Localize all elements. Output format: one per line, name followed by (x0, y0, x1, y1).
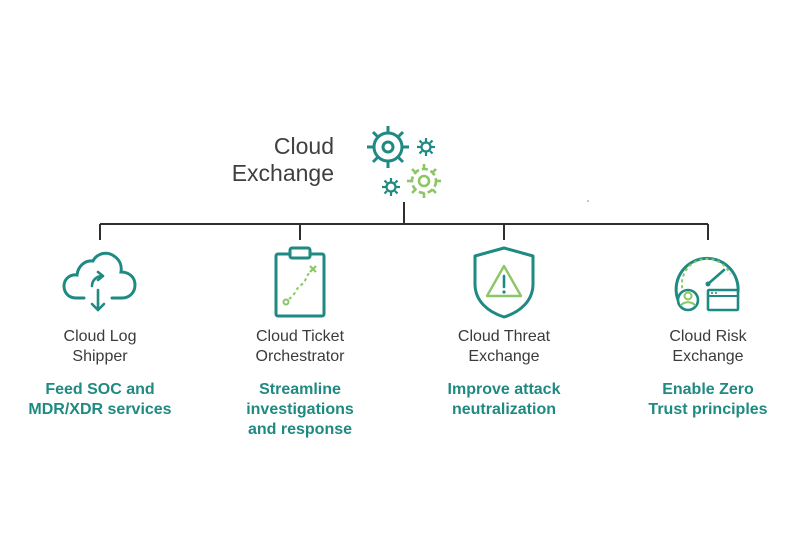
node-title-line1: Cloud Ticket (255, 328, 345, 345)
node-desc-cloud-ticket-orchestrator: Streamline investigations and response (200, 380, 400, 440)
node-desc-line2: investigations (246, 401, 354, 418)
node-title-cloud-risk-exchange: Cloud Risk Exchange (618, 327, 798, 367)
root-title: Cloud Exchange (200, 133, 334, 187)
node-title-cloud-log-shipper: Cloud Log Shipper (10, 327, 190, 367)
clipboard-path-icon (274, 246, 326, 318)
risk-gauge-icon (674, 256, 740, 312)
node-title-line2: Exchange (672, 348, 744, 365)
node-title-cloud-ticket-orchestrator: Cloud Ticket Orchestrator (210, 327, 390, 367)
node-desc-line3: and response (247, 421, 353, 438)
node-desc-cloud-threat-exchange: Improve attack neutralization (404, 380, 604, 420)
root-title-line1: Cloud (273, 133, 334, 159)
node-title-line1: Cloud Log (63, 328, 137, 345)
node-desc-line1: Improve attack (447, 381, 561, 398)
node-desc-line2: neutralization (451, 401, 556, 418)
node-desc-line1: Enable Zero (662, 381, 754, 398)
node-title-line1: Cloud Risk (669, 328, 747, 345)
node-desc-line2: Trust principles (648, 401, 768, 418)
node-title-line2: Exchange (468, 348, 540, 365)
node-desc-line2: MDR/XDR services (28, 401, 172, 418)
node-title-line2: Orchestrator (255, 348, 345, 365)
cloud-upload-icon (62, 251, 137, 312)
node-title-cloud-threat-exchange: Cloud Threat Exchange (414, 327, 594, 367)
gears-icon (367, 126, 441, 198)
node-title-line1: Cloud Threat (457, 328, 551, 345)
node-desc-cloud-risk-exchange: Enable Zero Trust principles (608, 380, 800, 420)
shield-warning-icon (473, 246, 535, 319)
node-title-line2: Shipper (72, 348, 128, 365)
node-desc-line1: Streamline (259, 381, 341, 398)
node-desc-line1: Feed SOC and (45, 381, 155, 398)
stray-dot (587, 200, 589, 202)
root-title-line2: Exchange (231, 160, 334, 186)
node-desc-cloud-log-shipper: Feed SOC and MDR/XDR services (0, 380, 200, 420)
